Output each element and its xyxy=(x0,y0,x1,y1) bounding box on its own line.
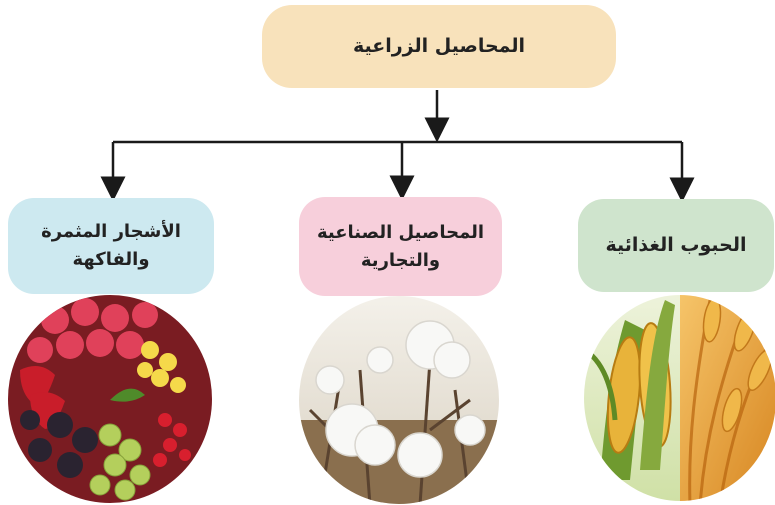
fruits-photo-icon xyxy=(8,295,212,503)
industrial-node: المحاصيل الصناعية والتجارية xyxy=(299,197,502,296)
industrial-label-line1: المحاصيل الصناعية xyxy=(316,221,485,243)
cotton-photo-icon xyxy=(299,296,499,504)
corn-wheat-photo-icon xyxy=(584,295,775,501)
root-label: المحاصيل الزراعية xyxy=(352,34,526,57)
trees-node: الأشجار المثمرة والفاكهة xyxy=(8,198,214,294)
trees-label-line1: الأشجار المثمرة xyxy=(41,221,181,243)
root-node: المحاصيل الزراعية xyxy=(262,5,616,88)
grains-label: الحبوب الغذائية xyxy=(605,233,747,256)
grains-node: الحبوب الغذائية xyxy=(578,199,774,292)
trees-label-line2: والفاكهة xyxy=(72,249,150,270)
industrial-label-line2: والتجارية xyxy=(360,249,441,271)
